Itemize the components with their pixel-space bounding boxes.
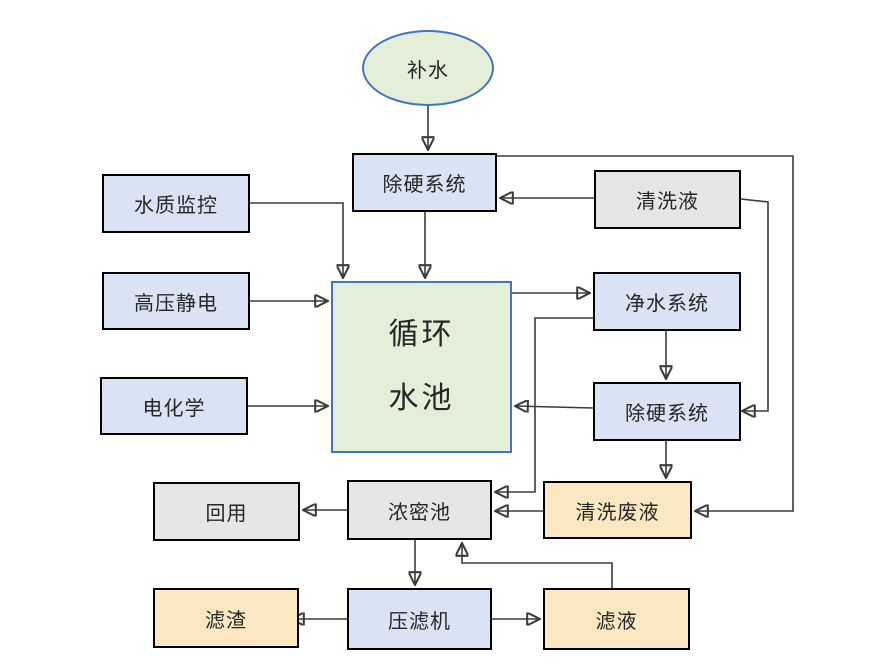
node-hardness-removal-right: 除硬系统 [593,382,741,441]
circulating-pool-label-line1: 循环 [388,317,455,352]
node-high-voltage-electrostatic: 高压静电 [102,272,250,330]
node-thickening-pool: 浓密池 [347,480,492,540]
node-filter-press: 压滤机 [347,588,492,650]
node-makeup-water: 补水 [362,30,494,106]
arrow-hardness-right-to-pool [515,406,594,408]
node-filtrate: 滤液 [543,588,690,650]
node-cleaning-waste-liquid: 清洗废液 [543,481,692,539]
arrow-hardness-top-to-cleaning-waste [497,155,794,511]
circulating-pool-label-line2: 水池 [388,381,455,416]
arrow-filtrate-to-thickening [462,543,613,588]
node-reuse: 回用 [153,482,300,541]
node-electrochemistry: 电化学 [100,377,248,435]
node-water-quality-monitor: 水质监控 [102,174,250,233]
arrow-monitor-to-pool [250,202,343,278]
node-purification-system: 净水系统 [593,272,741,331]
arrow-cleaning-solution-to-hardness-right [741,198,769,411]
node-filter-residue: 滤渣 [153,588,299,648]
node-circulating-pool: 循环 水池 [331,281,512,453]
arrow-purification-to-thickening [495,317,593,492]
node-cleaning-solution: 清洗液 [594,170,741,229]
node-hardness-removal-top: 除硬系统 [352,153,497,212]
